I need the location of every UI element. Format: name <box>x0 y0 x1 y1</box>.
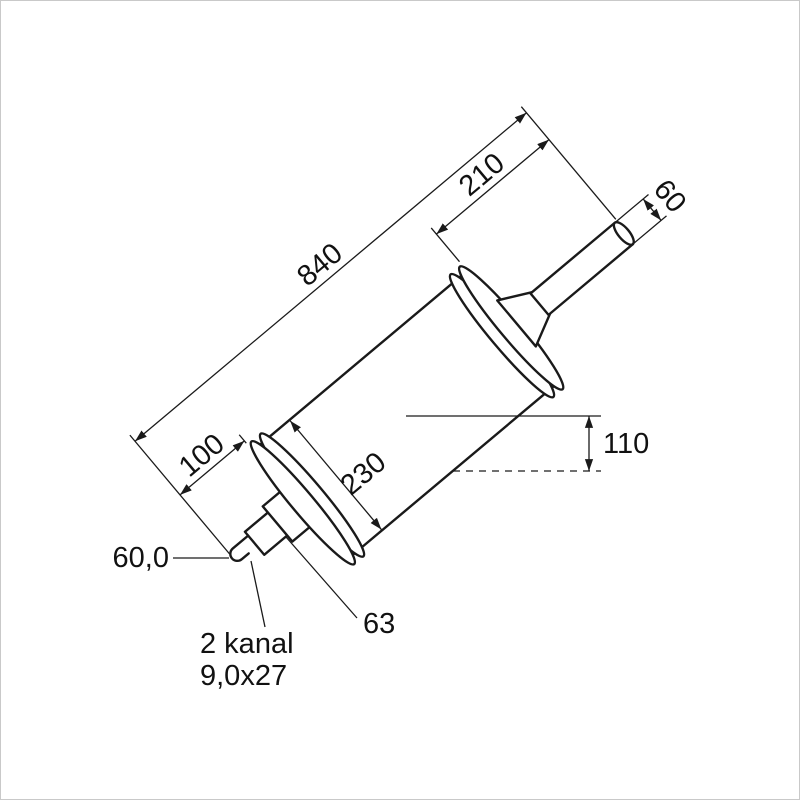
dim-line-outlet-diameter <box>642 198 662 221</box>
muffler-assembly: 840 210 100 230 60 <box>129 106 692 566</box>
note-channel-line1: 2 kanal <box>200 628 294 660</box>
dim-label-total-length: 840 <box>291 237 349 293</box>
outlet-pipe-opening <box>612 220 635 246</box>
dim-label-inlet-diameter: 63 <box>363 608 395 640</box>
mounting-channel <box>229 534 250 563</box>
ext-line-outlet-tip <box>520 106 617 220</box>
dim-line-body <box>289 420 382 530</box>
dim-line-outlet-length <box>435 139 550 235</box>
ext-line-top-flange <box>430 227 460 263</box>
note-channel-line2: 9,0x27 <box>200 660 287 692</box>
dim-label-channel-offset: 60,0 <box>113 542 169 574</box>
dim-line-inlet-length <box>179 440 245 496</box>
ext-line-outlet-edge-bottom <box>633 215 667 244</box>
leader-line-inlet-diameter <box>285 536 358 619</box>
dim-label-inlet-length: 100 <box>173 428 231 484</box>
dim-label-outlet-length: 210 <box>453 147 511 203</box>
ext-line-outlet-edge-top <box>615 193 649 222</box>
outlet-pipe <box>529 221 635 317</box>
dim-label-centerline-offset: 110 <box>603 428 649 460</box>
leader-line-channel-note <box>250 560 266 628</box>
